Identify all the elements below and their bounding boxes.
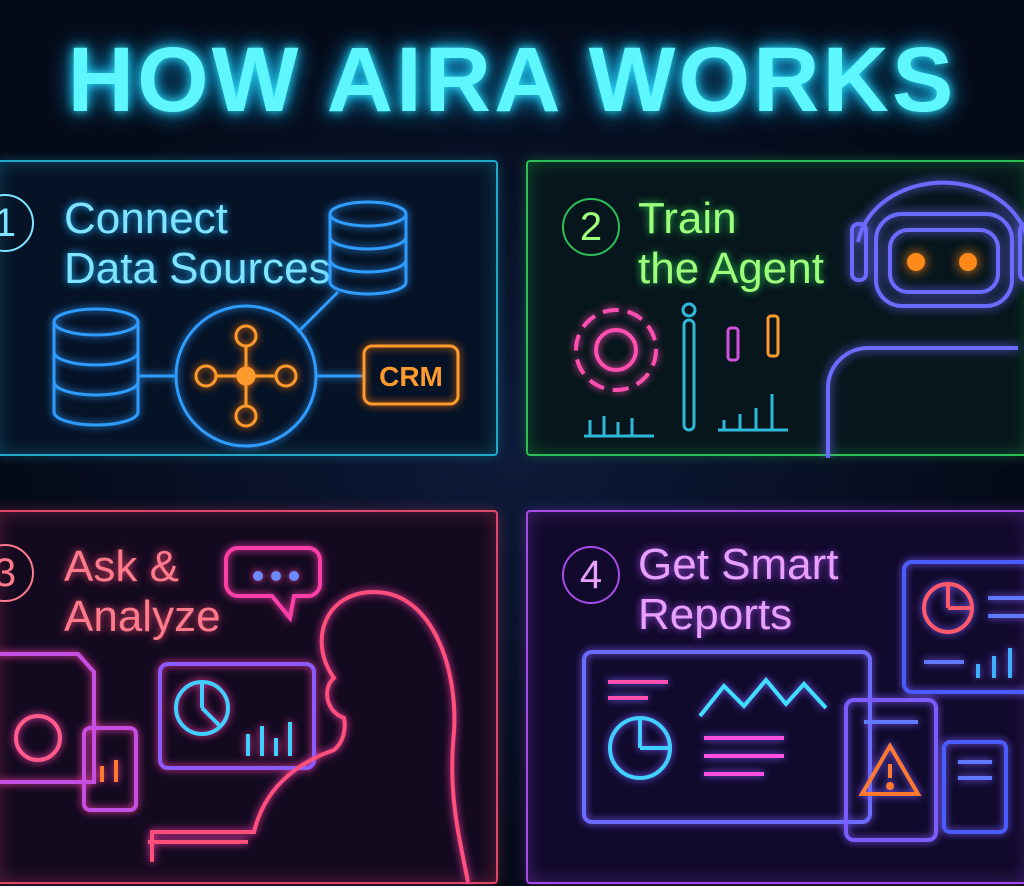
monitor-icon: [158, 662, 316, 770]
crm-badge: [362, 344, 460, 406]
step-4-panel: 4 Get Smart Reports: [526, 510, 1024, 884]
step-2-number: 2: [562, 198, 620, 256]
network-hub-icon: [194, 324, 460, 428]
step-4-number: 4: [562, 546, 620, 604]
alert-card-icon: [844, 698, 938, 842]
warning-icon: [858, 742, 922, 796]
person-icon: [150, 589, 470, 883]
sliders-and-bars-icon: [584, 302, 788, 438]
step-3-panel: 3 Ask & Analyze: [0, 510, 498, 884]
train-agent-illustration: [574, 180, 1024, 458]
document-icon: [0, 652, 96, 784]
step-3-title: Ask & Analyze: [64, 542, 221, 641]
pie-chart-icon: [14, 714, 62, 762]
step-1-title: Connect Data Sources: [64, 194, 331, 293]
step-2-panel: 2 Train the Agent: [526, 160, 1024, 458]
database-icon: [328, 200, 408, 296]
crm-label: CRM: [379, 361, 443, 392]
data-sources-illustration: CRM: [52, 200, 460, 448]
chat-bubble-icon: [224, 546, 322, 623]
ask-analyze-illustration: [0, 546, 470, 883]
dashboard-monitor-icon: [582, 650, 872, 824]
step-2-title: Train the Agent: [638, 194, 824, 293]
report-card-icon: [902, 560, 1024, 694]
phone-icon: [82, 726, 138, 812]
database-icon: [52, 307, 140, 427]
step-4-title: Get Smart Reports: [638, 540, 839, 639]
step-1-panel: 1 Connect Data Sources CRM: [0, 160, 498, 456]
page-title: HOW AIRA WORKS: [67, 29, 957, 131]
smart-reports-illustration: [582, 560, 1024, 842]
robot-icon: [826, 180, 1024, 458]
gear-icon: [574, 308, 658, 392]
